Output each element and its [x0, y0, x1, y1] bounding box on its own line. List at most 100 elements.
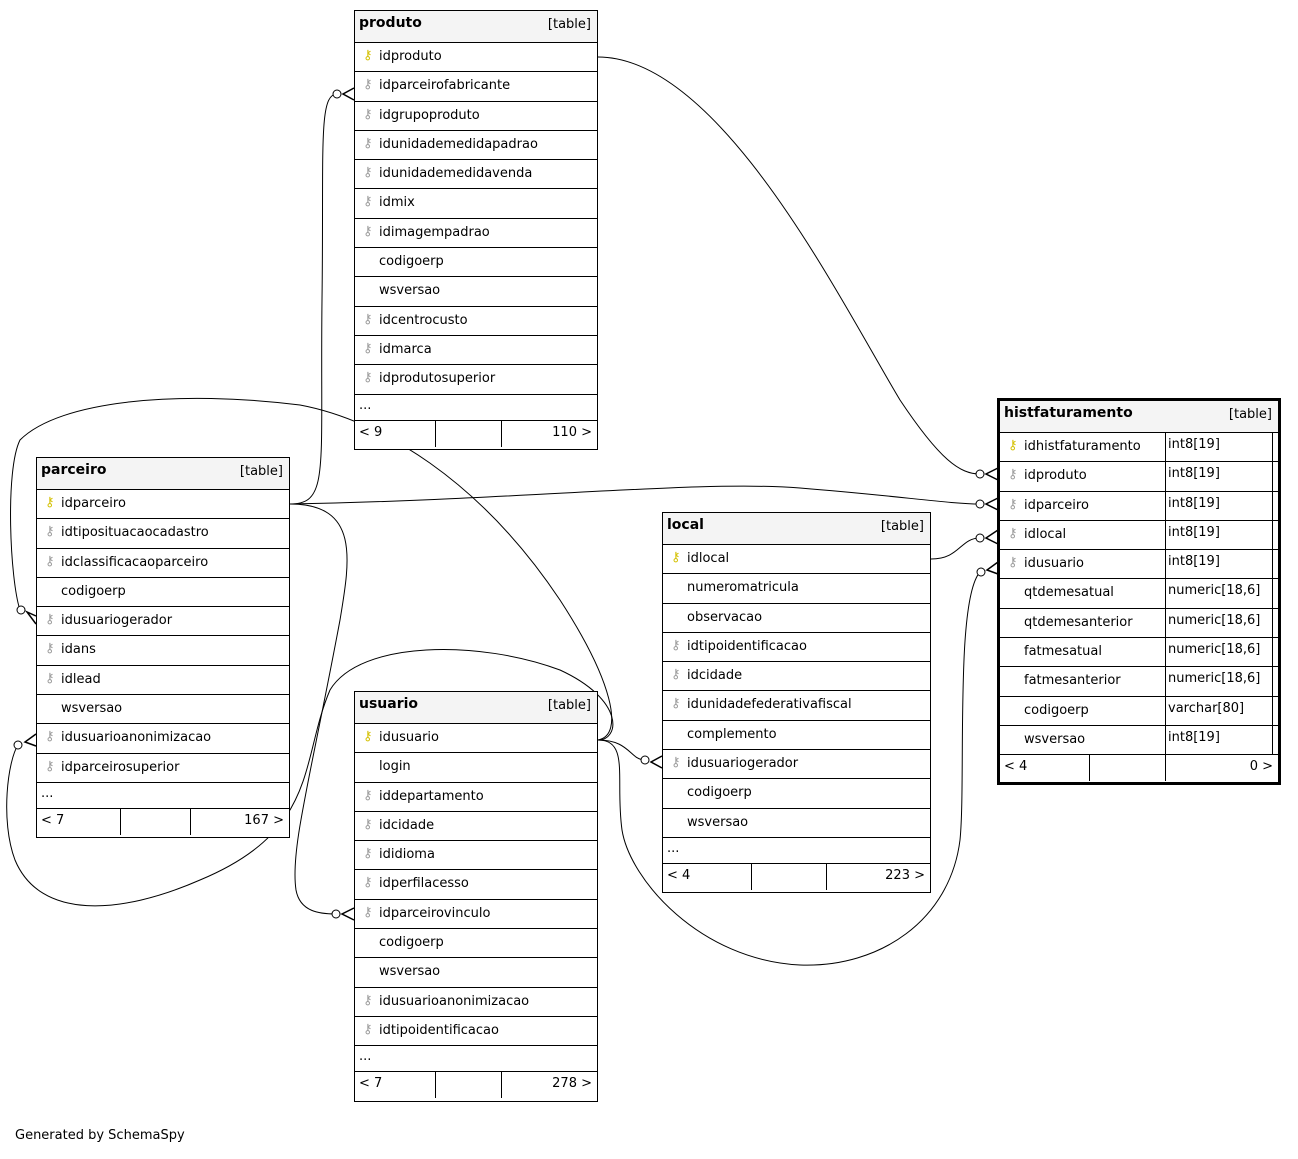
crowfoot-arrow [984, 529, 999, 545]
edge-parceiro-histfaturamento [289, 485, 981, 505]
child-count[interactable]: 278 > [552, 1076, 592, 1092]
column-row[interactable]: codigoerp [663, 779, 930, 809]
column-row[interactable]: complemento [663, 721, 930, 751]
child-count[interactable]: 0 > [1249, 759, 1273, 775]
column-row[interactable]: ⚷idprodutosuperior [355, 365, 597, 395]
footer-divider [501, 1072, 502, 1099]
column-row[interactable]: ⚷idgrupoproduto [355, 102, 597, 131]
column-row[interactable]: ⚷idmarca [355, 336, 597, 366]
foreign-key-icon: ⚷ [363, 787, 373, 803]
parent-count[interactable]: < 7 [359, 1076, 383, 1092]
edge-end-circle [975, 469, 985, 479]
column-row[interactable]: codigoerp [37, 578, 289, 608]
column-row[interactable]: numeromatricula [663, 574, 930, 604]
column-row[interactable]: ⚷idproduto [355, 43, 597, 73]
foreign-key-icon: ⚷ [671, 755, 681, 771]
column-row[interactable]: ⚷idcentrocusto [355, 307, 597, 336]
column-row[interactable]: ⚷iddepartamento [355, 783, 597, 812]
column-row[interactable]: ⚷idtipoidentificacao [663, 633, 930, 663]
foreign-key-icon: ⚷ [363, 77, 373, 93]
column-row[interactable]: wsversao [355, 277, 597, 307]
column-divider [1272, 638, 1273, 667]
table-footer: < 7 278 > [355, 1072, 597, 1099]
column-row[interactable]: ⚷idimagempadrao [355, 219, 597, 249]
column-row[interactable]: ⚷idlocal [663, 545, 930, 575]
column-divider [1165, 462, 1166, 491]
table-histfaturamento[interactable]: histfaturamento[table]⚷idhistfaturamento… [997, 398, 1281, 785]
edge-local-histfaturamento [930, 537, 981, 560]
column-row[interactable]: ⚷idunidadefederativafiscal [663, 691, 930, 721]
primary-key-icon: ⚷ [363, 729, 373, 744]
column-row[interactable]: ⚷idparceirovinculo [355, 900, 597, 930]
column-row[interactable]: codigoerp [355, 248, 597, 278]
column-type: int8[19] [1168, 729, 1220, 745]
column-name: idlocal [687, 551, 730, 566]
child-count[interactable]: 223 > [885, 867, 925, 883]
column-row[interactable]: ⚷idlead [37, 666, 289, 696]
column-row[interactable]: ⚷idparceiro [37, 490, 289, 520]
edge-usuario-parceiro-gerador [10, 397, 613, 741]
column-row[interactable]: codigoerp [355, 929, 597, 959]
column-row[interactable]: ⚷ididioma [355, 841, 597, 871]
foreign-key-icon: ⚷ [363, 106, 373, 122]
foreign-key-icon: ⚷ [363, 135, 373, 151]
foreign-key-icon: ⚷ [1008, 496, 1018, 512]
child-count[interactable]: 110 > [552, 424, 592, 440]
column-row[interactable]: wsversao [355, 958, 597, 988]
column-row[interactable]: ⚷idmix [355, 189, 597, 219]
column-row[interactable]: ⚷idusuarioanonimizacao [37, 724, 289, 754]
table-type-label: [table] [239, 464, 283, 479]
column-row[interactable]: wsversao [663, 809, 930, 838]
parent-count[interactable]: < 4 [1004, 759, 1028, 775]
column-row[interactable]: ⚷ idusuariogerador [663, 750, 930, 780]
column-row[interactable]: ⚷idtipoidentificacao [355, 1017, 597, 1047]
column-name: idans [61, 642, 96, 658]
column-divider [1165, 491, 1166, 520]
column-name: idprodutosuperior [379, 371, 496, 387]
column-name: codigoerp [379, 935, 444, 951]
column-row[interactable]: wsversao [37, 695, 289, 725]
column-row[interactable]: ⚷idans [37, 636, 289, 666]
foreign-key-icon: ⚷ [45, 612, 55, 628]
column-row[interactable]: ⚷idusuarioanonimizacao [355, 988, 597, 1017]
column-name: idlead [61, 671, 101, 687]
column-row[interactable]: ⚷idusuariogerador [37, 607, 289, 637]
parent-count[interactable]: < 9 [359, 424, 383, 440]
column-name: wsversao [1024, 731, 1086, 747]
child-count[interactable]: 167 > [244, 812, 284, 828]
column-row[interactable]: ⚷idperfilacesso [355, 870, 597, 900]
column-row[interactable]: ⚷idparceirofabricante [355, 72, 597, 102]
column-row[interactable]: wsversao int8[19] [1000, 725, 1278, 756]
table-name: local [667, 517, 704, 533]
column-row[interactable]: ⚷idtiposituacaocadastro [37, 519, 289, 549]
column-row[interactable]: ⚷idunidademedidapadrao [355, 131, 597, 161]
column-type: int8[19] [1168, 554, 1220, 570]
parent-count[interactable]: < 7 [41, 812, 65, 828]
table-parceiro[interactable]: parceiro[table]⚷idparceiro⚷idtiposituaca… [36, 457, 290, 838]
table-produto[interactable]: produto[table]⚷idproduto⚷idparceirofabri… [354, 10, 598, 450]
column-row[interactable]: login [355, 753, 597, 783]
parent-count[interactable]: < 4 [667, 867, 691, 883]
column-row[interactable]: ⚷idunidademedidavenda [355, 160, 597, 190]
column-row[interactable]: ⚷idcidade [663, 662, 930, 692]
column-name: idusuariogerador [687, 756, 799, 772]
column-row[interactable]: ⚷idcidade [355, 812, 597, 842]
column-row[interactable]: ⚷idclassificacaoparceiro [37, 549, 289, 578]
column-row[interactable]: observacao [663, 604, 930, 633]
column-row[interactable]: ⚷idparceirosuperior [37, 754, 289, 783]
column-row[interactable]: ⚷idusuario [355, 724, 597, 754]
column-name: idusuario [1024, 556, 1084, 572]
